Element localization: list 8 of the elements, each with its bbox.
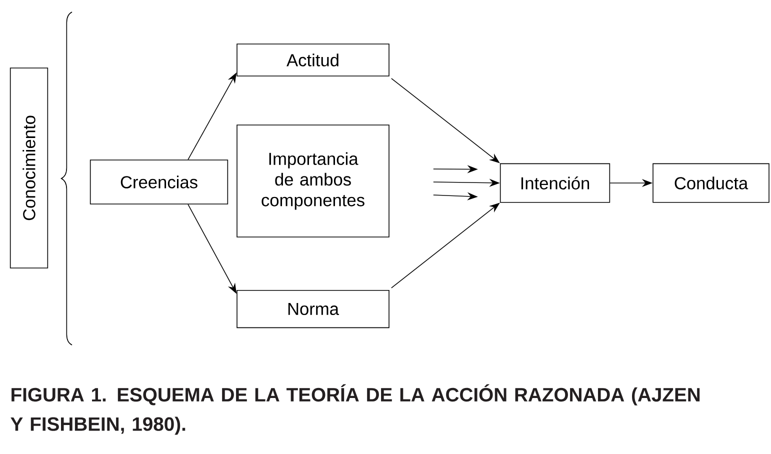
process-box: Creencias bbox=[90, 160, 228, 204]
process-box: Intención bbox=[500, 163, 610, 203]
caption: FIGURA 1. ESQUEMA DE LA TEORÍA DE LA ACCIÓN RAZONADA (AJZEN Y FISHBEIN, 1980). bbox=[10, 384, 700, 435]
rotated-label-box: Conocimiento bbox=[10, 68, 48, 268]
process-box: Conducta bbox=[652, 163, 770, 203]
process-box: Actitud bbox=[236, 44, 390, 76]
process-box: Norma bbox=[236, 290, 390, 328]
process-box: Importancia de ambos componentes bbox=[236, 124, 390, 238]
